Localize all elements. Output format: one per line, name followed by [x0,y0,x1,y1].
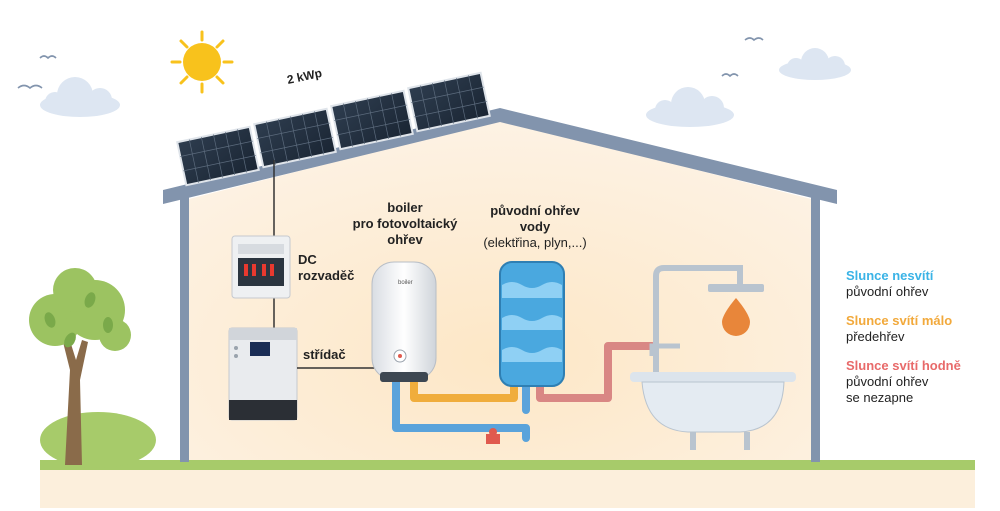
power-label: 2 kWp [286,66,323,87]
pv-boiler [371,261,437,382]
inverter [228,327,298,421]
shower [653,265,764,376]
legend-text: se nezapne [846,390,914,405]
sun-icon [170,30,234,94]
solar-panels [176,71,491,187]
original-heater-label: původní ohřev vody (elektřina, plyn,...) [455,203,615,251]
cloud-icon [779,48,851,80]
bathtub [630,343,796,450]
inverter-label: střídač [303,347,346,362]
soil [40,468,975,508]
legend-sun-little: Slunce svítí málo předehřev [846,313,952,345]
legend-title: Slunce nesvítí [846,268,934,283]
dc-board-label: DC rozvaděč [298,252,355,283]
drop-icon [722,298,750,336]
dc-board [231,235,291,299]
legend-text: původní ohřev [846,374,929,389]
wall-left [180,195,189,462]
cloud-icon [646,87,734,127]
legend-sun-much: Slunce svítí hodně původní ohřev se neza… [846,358,961,406]
solar-panel [253,107,337,169]
legend-text: původní ohřev [846,284,929,299]
solar-panel [407,71,491,133]
original-heater-note: (elektřina, plyn,...) [483,235,587,250]
cloud-icon [40,77,120,117]
solar-panel [330,89,414,151]
water-tank [499,261,565,387]
tree [29,268,156,468]
ground-strip [40,460,975,470]
solar-panel [176,125,260,187]
pipes [392,342,656,444]
boiler-label: boiler pro fotovoltaický ohřev [352,200,458,247]
legend-title: Slunce svítí málo [846,313,953,328]
legend-title: Slunce svítí hodně [846,358,961,373]
legend-text: předehřev [846,329,905,344]
wall-right [811,195,820,462]
boiler-brand: boiler [398,280,413,286]
bird-icon [17,37,764,90]
legend-sun-none: Slunce nesvítí původní ohřev [846,268,933,300]
